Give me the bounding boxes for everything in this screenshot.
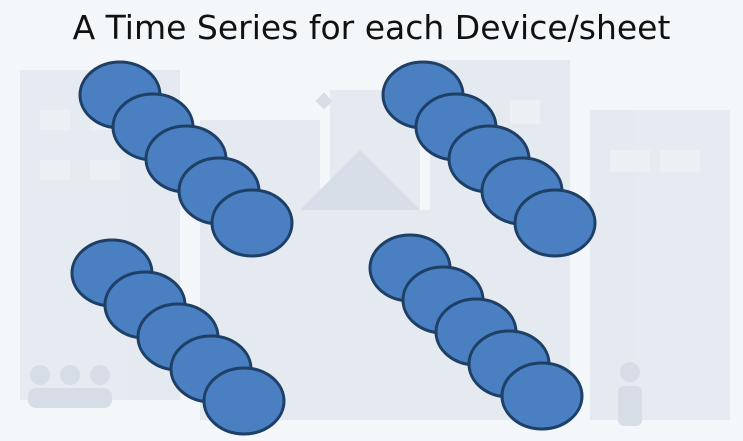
series-group-1 [78, 60, 294, 258]
series-group-2 [381, 60, 597, 258]
series-group-3 [70, 238, 286, 436]
series-ellipse [500, 361, 584, 431]
series-ellipse [210, 188, 294, 258]
series-ellipse [202, 366, 286, 436]
page-title: A Time Series for each Device/sheet [72, 8, 671, 47]
series-group-4 [368, 233, 584, 431]
series-ellipse [513, 188, 597, 258]
